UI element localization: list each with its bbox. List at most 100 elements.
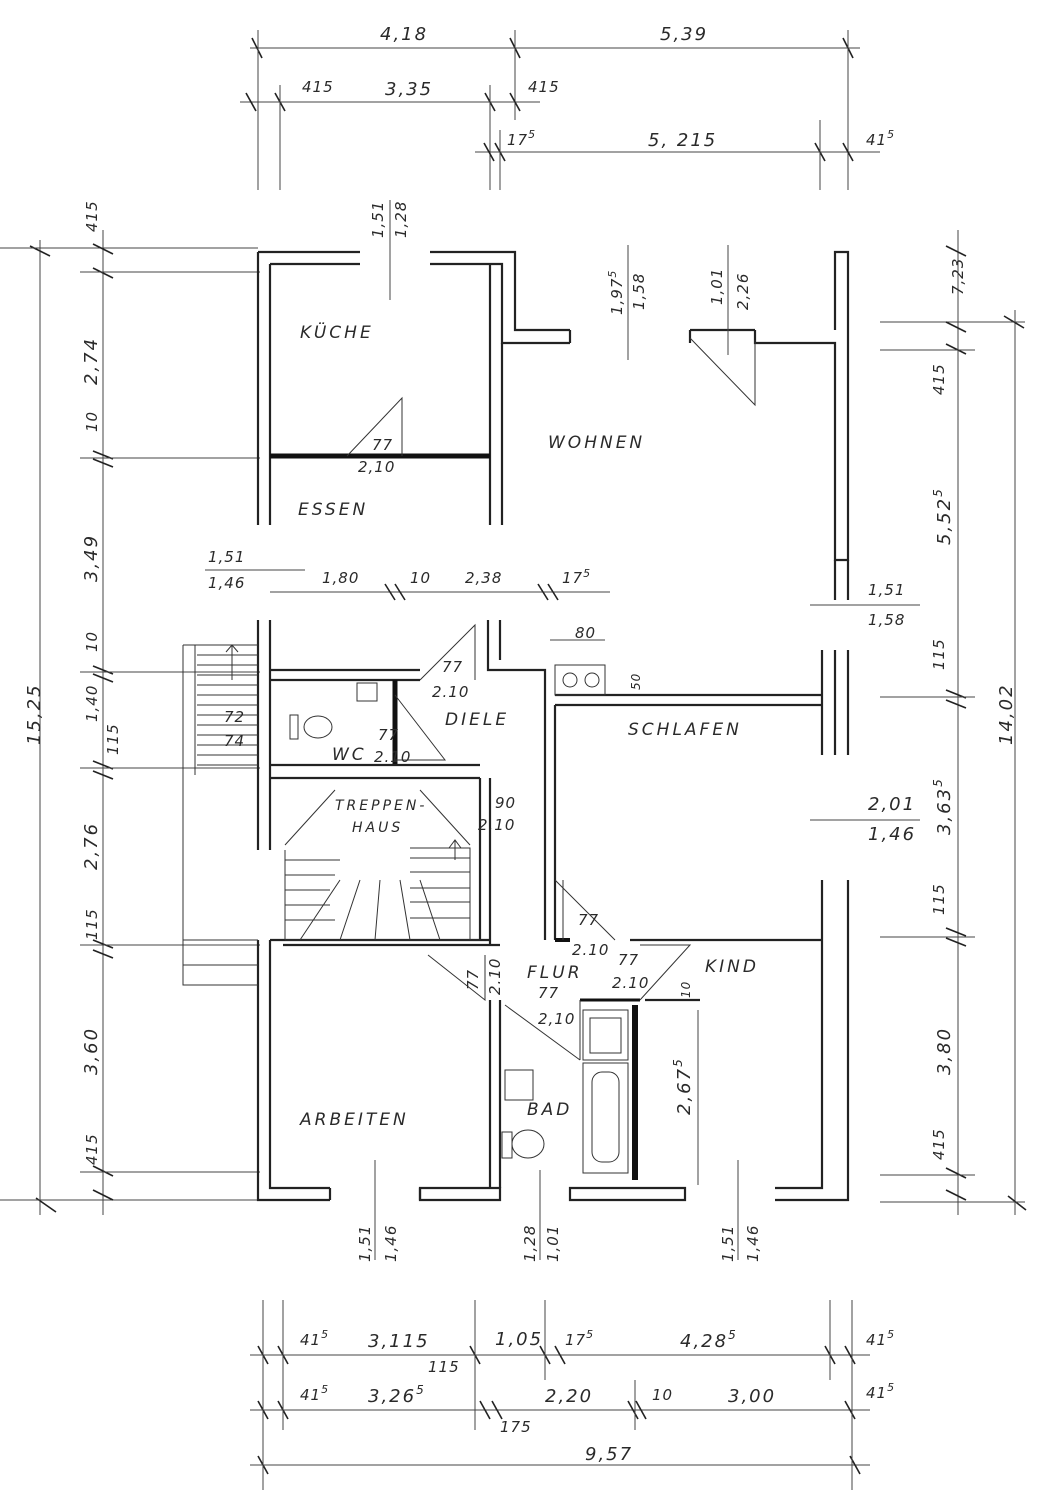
room-label-schlafen: SCHLAFEN xyxy=(628,720,742,740)
svg-text:175: 175 xyxy=(565,1328,594,1349)
dim-top-r3-c-sup: 5 xyxy=(887,128,895,141)
room-label-treppenhaus-2: HAUS xyxy=(352,820,403,836)
room-label-arbeiten: ARBEITEN xyxy=(299,1110,409,1130)
left-dimension-labels: 15,25 415 2,74 10 3,49 10 1,40 115 2,76 … xyxy=(24,200,122,1165)
svg-text:175: 175 xyxy=(562,567,591,587)
top-dimension-labels: 4,18 5,39 415 3,35 415 175 5, 215 415 xyxy=(302,24,895,151)
dim-bot-r2-b: 3,26 xyxy=(368,1386,416,1407)
wohnen-door-1: 1,01 xyxy=(708,268,726,305)
dim-left-i: 115 xyxy=(83,908,101,940)
room-label-kind: KIND xyxy=(705,957,759,977)
dim-left-b: 2,74 xyxy=(81,337,102,385)
door-swings xyxy=(346,337,756,1061)
dim-right-g: 3,80 xyxy=(934,1027,955,1075)
kind-inner-dim-sup: 5 xyxy=(671,1057,685,1067)
schlafen-door-2: 2.10 xyxy=(572,941,609,959)
dim-left-d: 3,49 xyxy=(81,534,102,582)
svg-text:415: 415 xyxy=(866,128,895,149)
dim-top-r3-a-sup: 5 xyxy=(528,128,536,141)
dim-left-k: 415 xyxy=(83,1133,101,1165)
dim-right-a: 7,23 xyxy=(949,258,967,295)
bottom-dimension-labels: 415 3,115 115 1,05 175 4,285 415 415 3,2… xyxy=(300,1328,895,1465)
dim-left-c: 10 xyxy=(83,411,101,432)
kueche-window-2: 1,28 xyxy=(392,201,410,238)
dim-right-b: 415 xyxy=(930,363,948,395)
dim-right-f: 115 xyxy=(930,883,948,915)
wc-door-2: 2.10 xyxy=(374,748,411,766)
dim-bot-r1-f-sup: 5 xyxy=(887,1328,895,1341)
dimension-lines-top xyxy=(240,30,880,190)
dim-bot-r1-d: 17 xyxy=(565,1331,586,1349)
svg-text:1,975: 1,975 xyxy=(606,270,626,315)
dim-bot-r2-g: 175 xyxy=(500,1418,532,1436)
dim-right-d: 115 xyxy=(930,638,948,670)
opening-labels: 1,51 1,28 1,975 1,58 1,01 2,26 77 2,10 1… xyxy=(208,201,916,1262)
wohnen-window-2: 1,58 xyxy=(630,273,648,310)
room-label-kueche: KÜCHE xyxy=(300,321,374,343)
wc-door-1: 77 xyxy=(378,726,399,744)
dim-top-r3-a: 17 xyxy=(507,131,528,149)
dim-top-r1-a: 4,18 xyxy=(380,24,428,45)
bad-door-1: 77 xyxy=(538,984,559,1002)
dim-bot-r1-g: 115 xyxy=(428,1358,460,1376)
svg-text:415: 415 xyxy=(866,1328,895,1349)
staircase xyxy=(197,644,480,941)
diele-door-2: 2.10 xyxy=(432,683,469,701)
dim-right-e-sup: 5 xyxy=(931,777,945,787)
svg-text:2,675: 2,675 xyxy=(671,1057,695,1115)
kind-inner-dim: 2,67 xyxy=(674,1067,695,1115)
dim-top-r3-b: 5, 215 xyxy=(648,130,717,151)
int-dim-c: 2,38 xyxy=(465,569,502,587)
int-dim-d-sup: 5 xyxy=(583,567,591,580)
dim-right-h: 415 xyxy=(930,1128,948,1160)
room-label-bad: BAD xyxy=(527,1100,572,1120)
svg-text:415: 415 xyxy=(300,1328,329,1349)
essen-window-1: 1,51 xyxy=(208,548,245,566)
dim-bot-r2-e: 3,00 xyxy=(728,1386,776,1407)
dim-bot-r2-b-sup: 5 xyxy=(416,1383,426,1397)
svg-text:415: 415 xyxy=(866,1381,895,1402)
bad-window-1: 1,28 xyxy=(521,1225,539,1262)
schlafen-window-1: 2,01 xyxy=(868,794,916,815)
int-dim-a: 1,80 xyxy=(322,569,359,587)
int-dim-d: 17 xyxy=(562,569,583,587)
dim-right-c-sup: 5 xyxy=(931,487,945,497)
dim-left-e: 10 xyxy=(83,631,101,652)
svg-text:5,525: 5,525 xyxy=(931,487,955,545)
schlafen-window-2: 1,46 xyxy=(868,824,916,845)
wohnen-door-2: 2,26 xyxy=(734,273,752,310)
kind-door-2: 2.10 xyxy=(612,974,649,992)
dim-bot-total: 9,57 xyxy=(585,1444,633,1465)
svg-text:3,265: 3,265 xyxy=(368,1383,426,1407)
kind-window-2: 1,46 xyxy=(744,1225,762,1262)
dimension-lines-bottom xyxy=(250,1300,870,1490)
svg-text:4,285: 4,285 xyxy=(680,1328,738,1352)
dimension-lines-right xyxy=(880,230,1027,1215)
bad-door-2: 2,10 xyxy=(538,1010,575,1028)
room-label-treppenhaus: TREPPEN- xyxy=(335,798,427,814)
room-label-diele: DIELE xyxy=(445,710,509,730)
chimney-side: 50 xyxy=(629,673,643,690)
dim-top-r3-c: 41 xyxy=(866,131,887,149)
dim-bot-r2-f: 41 xyxy=(866,1384,887,1402)
stair-dim-1: 72 xyxy=(224,708,245,726)
dim-bot-r2-a: 41 xyxy=(300,1386,321,1404)
stair-dim-2: 74 xyxy=(224,732,245,750)
dim-bot-r1-c: 1,05 xyxy=(495,1329,543,1350)
dim-bot-r1-d-sup: 5 xyxy=(586,1328,594,1341)
dim-left-j: 3,60 xyxy=(81,1027,102,1075)
dim-top-r2-a: 415 xyxy=(302,78,334,96)
dim-right-total: 14,02 xyxy=(996,683,1017,745)
dim-bot-r1-a: 41 xyxy=(300,1331,321,1349)
kind-window-1: 1,51 xyxy=(719,1225,737,1262)
treppen-door-1: 90 xyxy=(495,794,516,812)
room-label-wohnen: WOHNEN xyxy=(548,433,645,453)
dim-bot-r2-a-sup: 5 xyxy=(321,1383,329,1396)
dim-left-h: 2,76 xyxy=(81,822,102,870)
opening-leaders xyxy=(205,200,920,1260)
dim-top-r2-b: 3,35 xyxy=(385,79,433,100)
kind-door-1: 77 xyxy=(618,951,639,969)
essen-window-2: 1,46 xyxy=(208,574,245,592)
dim-left-f: 1,40 xyxy=(83,685,101,722)
